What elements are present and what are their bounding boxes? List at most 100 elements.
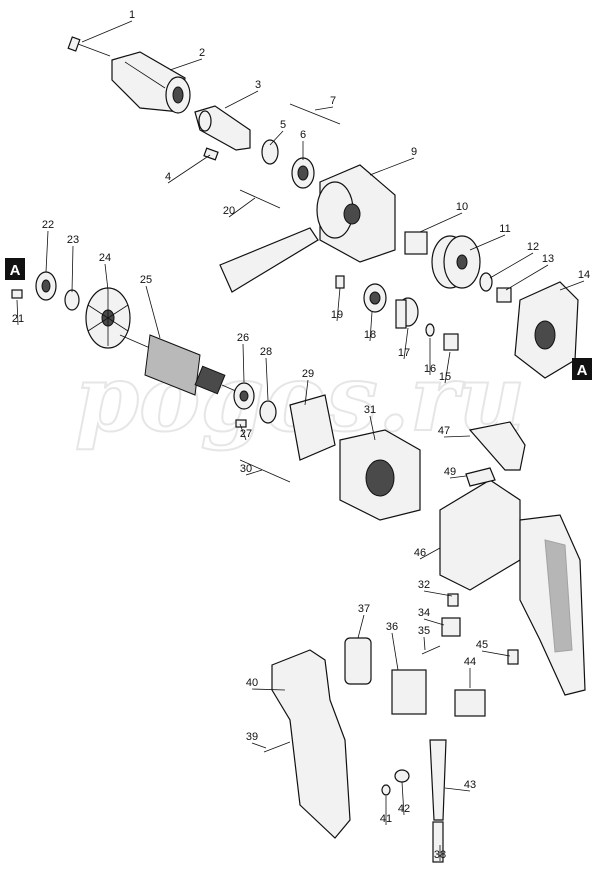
leader-line (444, 787, 471, 792)
part-24-washer (64, 289, 80, 311)
callout-number: 49 (444, 466, 456, 478)
callout-number: 25 (140, 274, 152, 286)
callout-number: 13 (542, 253, 554, 265)
leader-line (469, 234, 506, 251)
leader-line (505, 264, 549, 291)
leader-line (245, 469, 263, 476)
leader-line (45, 230, 49, 273)
leader-line (314, 106, 334, 111)
leader-line (443, 435, 471, 438)
callout-number: 18 (364, 329, 376, 341)
part-34-lock-button (447, 593, 459, 607)
leader-line (481, 650, 511, 657)
callout-number: 22 (42, 219, 54, 231)
part-49-cover (468, 421, 526, 471)
callout-number: 21 (12, 313, 24, 325)
leader-line (251, 688, 286, 691)
leader-line (369, 415, 376, 441)
callout-number: 10 (456, 201, 468, 213)
callout-number: 2 (199, 47, 205, 59)
callout-number: 41 (380, 813, 392, 825)
leader-line (81, 20, 133, 43)
callout-number: 16 (424, 363, 436, 375)
part-9-label (465, 467, 496, 487)
part-46-terminal (507, 649, 519, 665)
part-18-spindle-gear (395, 297, 419, 329)
part-15-bearing-box (514, 281, 579, 379)
section-mark-label: A (10, 262, 21, 279)
leader-line (449, 475, 467, 479)
callout-number: 32 (418, 579, 430, 591)
part-19-bearing (363, 283, 387, 313)
callout-number: 1 (129, 9, 135, 21)
leader-line (489, 252, 534, 279)
leader-line (369, 157, 415, 176)
callout-number: 23 (67, 234, 79, 246)
part-13-retaining-ring (479, 272, 493, 292)
callout-number: 12 (527, 241, 539, 253)
callout-leader-lines (16, 20, 585, 861)
leader-line (304, 379, 309, 406)
part-29-washer (259, 400, 277, 424)
part-44-cord-guard (429, 739, 447, 821)
callout-number: 31 (364, 404, 376, 416)
callout-number: 4 (165, 171, 171, 183)
part-17-ring (425, 323, 435, 337)
callout-number: 38 (434, 849, 446, 861)
part-35-switch-lever (441, 617, 461, 637)
leader-line (423, 618, 445, 626)
callout-number: 19 (331, 309, 343, 321)
part-11-sleeve (404, 231, 428, 255)
part-42-screw (381, 784, 391, 796)
callout-number: 20 (223, 205, 235, 217)
callout-number: 27 (240, 428, 252, 440)
part-47-motor-housing (439, 479, 586, 696)
part-3-spindle (194, 105, 251, 151)
part-16-sleeve (443, 333, 459, 351)
leader-line (444, 351, 451, 384)
callout-number: 7 (330, 95, 336, 107)
part-25-fan (85, 287, 131, 349)
part-26-armature (119, 334, 239, 396)
leader-line (419, 212, 463, 233)
callout-number: 29 (302, 368, 314, 380)
part-43-cord-clamp (394, 769, 410, 783)
leader-line (419, 547, 441, 560)
leader-line (559, 280, 585, 291)
leader-line (423, 636, 426, 651)
callout-number: 42 (398, 803, 410, 815)
part-37-switch (391, 669, 427, 715)
leader-line (265, 357, 269, 401)
callout-number: 34 (418, 607, 430, 619)
part-30-baffle-plate (289, 394, 336, 461)
leader-line (369, 311, 373, 342)
leader-line (336, 287, 341, 322)
callout-number: 5 (280, 119, 286, 131)
section-mark-label: A (577, 362, 588, 379)
part-5-washer (261, 139, 279, 165)
part-40-screw (263, 741, 291, 753)
part-12-gear (431, 235, 481, 289)
callout-numbers: 1234567910111213141516171819202122232425… (12, 9, 590, 861)
leader-line (242, 343, 245, 383)
callout-number: 45 (476, 639, 488, 651)
part-27-bearing (233, 382, 255, 410)
part-6-bearing (291, 157, 315, 189)
callout-number: 44 (464, 656, 476, 668)
callout-number: 17 (398, 347, 410, 359)
section-mark-a-left: A (5, 258, 25, 280)
part-32-field (339, 429, 421, 521)
callout-number: 47 (438, 425, 450, 437)
callout-number: 43 (464, 779, 476, 791)
part-31-screw (239, 459, 291, 483)
leader-line (403, 327, 409, 360)
leader-line (71, 245, 74, 293)
leader-line (401, 781, 405, 816)
leader-line (269, 130, 284, 146)
leader-line (104, 263, 109, 291)
leader-line (391, 632, 399, 671)
callout-number: 9 (411, 146, 417, 158)
part-2-chuck (111, 51, 191, 114)
part-22-key (11, 289, 23, 299)
